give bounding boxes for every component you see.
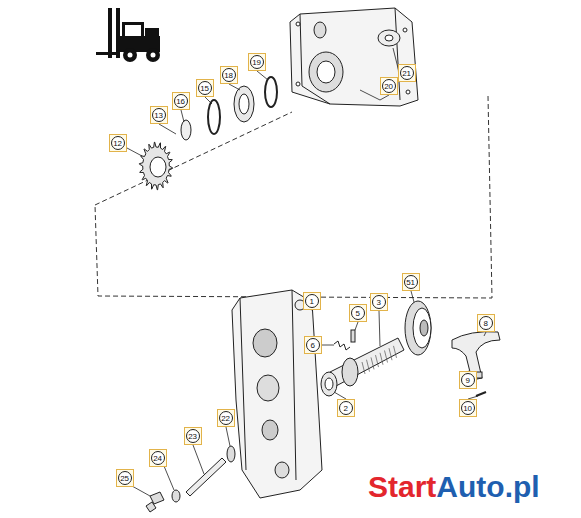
callout-frame: 19 bbox=[248, 53, 266, 71]
callout-number: 9 bbox=[461, 373, 475, 387]
callout-number: 25 bbox=[118, 471, 132, 485]
callout-frame: 9 bbox=[459, 371, 477, 389]
callout-number: 20 bbox=[382, 79, 396, 93]
callout-frame: 23 bbox=[184, 427, 202, 445]
callout-number: 1 bbox=[305, 294, 319, 308]
spline-stroke bbox=[371, 357, 374, 369]
callout-frame: 24 bbox=[149, 449, 167, 467]
spline-stroke bbox=[389, 348, 392, 360]
spline-stroke bbox=[394, 346, 397, 358]
callout-frame: 6 bbox=[304, 336, 322, 354]
callout-frame: 21 bbox=[398, 64, 416, 82]
callout-frame: 13 bbox=[150, 106, 168, 124]
gear-teeth bbox=[139, 142, 172, 190]
callout-frame: 1 bbox=[303, 292, 321, 310]
callout-number: 2 bbox=[339, 401, 353, 415]
forklift-icon bbox=[96, 8, 160, 62]
callout-number: 51 bbox=[404, 275, 418, 289]
callout-frame: 2 bbox=[337, 399, 355, 417]
callout-number: 24 bbox=[151, 451, 165, 465]
callout-number: 19 bbox=[250, 55, 264, 69]
callout-frame: 8 bbox=[477, 314, 495, 332]
callout-frame: 16 bbox=[172, 92, 190, 110]
spline-stroke bbox=[376, 355, 379, 367]
watermark: Start bbox=[368, 470, 436, 504]
callout-frame: 18 bbox=[220, 66, 238, 84]
callout-frame: 25 bbox=[116, 469, 134, 487]
watermark: Auto.pl bbox=[436, 470, 539, 504]
callout-number: 12 bbox=[111, 136, 125, 150]
callout-frame: 15 bbox=[196, 79, 214, 97]
callout-frame: 22 bbox=[217, 409, 235, 427]
callout-frame: 3 bbox=[370, 293, 388, 311]
callout-number: 16 bbox=[174, 94, 188, 108]
spline-stroke bbox=[380, 353, 383, 365]
callout-frame: 10 bbox=[459, 399, 477, 417]
callout-frame: 51 bbox=[402, 273, 420, 291]
callout-number: 5 bbox=[351, 306, 365, 320]
callout-number: 13 bbox=[152, 108, 166, 122]
callout-frame: 5 bbox=[349, 304, 367, 322]
callout-number: 6 bbox=[306, 338, 320, 352]
callout-frame: 12 bbox=[109, 134, 127, 152]
callout-number: 21 bbox=[400, 66, 414, 80]
callout-number: 22 bbox=[219, 411, 233, 425]
callout-number: 3 bbox=[372, 295, 386, 309]
callout-number: 23 bbox=[186, 429, 200, 443]
callout-number: 18 bbox=[222, 68, 236, 82]
gear bbox=[139, 142, 172, 190]
spline-stroke bbox=[367, 360, 370, 372]
callout-number: 15 bbox=[198, 81, 212, 95]
callout-number: 8 bbox=[479, 316, 493, 330]
spline-stroke bbox=[385, 351, 388, 363]
shaft-spline bbox=[362, 346, 397, 374]
callout-number: 10 bbox=[461, 401, 475, 415]
callout-frame: 20 bbox=[380, 77, 398, 95]
spline-stroke bbox=[362, 362, 365, 374]
